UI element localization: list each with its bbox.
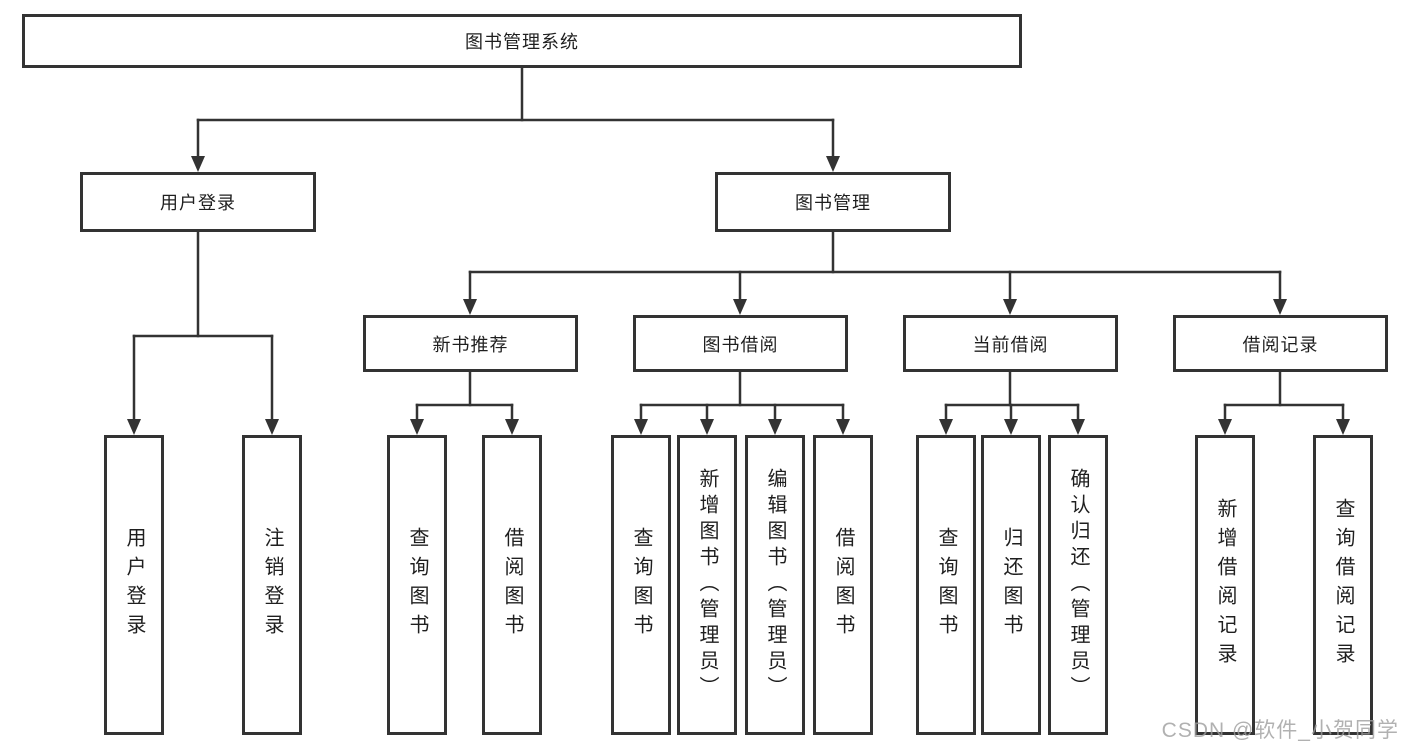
leaf-return-books-label: 归还图书 <box>1000 527 1022 643</box>
leaf-confirm-return-admin: 确认归还（管理员） <box>1048 435 1108 735</box>
leaf-add-books-admin-label: 新增图书（管理员） <box>696 468 718 702</box>
leaf-borrow-books-recommend: 借阅图书 <box>482 435 542 735</box>
leaf-query-books-current: 查询图书 <box>916 435 976 735</box>
node-borrowing-records: 借阅记录 <box>1173 315 1388 372</box>
node-current-borrowing: 当前借阅 <box>903 315 1118 372</box>
leaf-edit-books-admin-label: 编辑图书（管理员） <box>764 468 786 702</box>
leaf-add-borrow-record: 新增借阅记录 <box>1195 435 1255 735</box>
node-book-management: 图书管理 <box>715 172 951 232</box>
leaf-confirm-return-admin-label: 确认归还（管理员） <box>1067 468 1089 702</box>
leaf-query-books-recommend: 查询图书 <box>387 435 447 735</box>
leaf-edit-books-admin: 编辑图书（管理员） <box>745 435 805 735</box>
leaf-borrow-books-borrowing: 借阅图书 <box>813 435 873 735</box>
leaf-user-login: 用户登录 <box>104 435 164 735</box>
node-new-book-recommend: 新书推荐 <box>363 315 578 372</box>
node-book-borrowing: 图书借阅 <box>633 315 848 372</box>
leaf-query-books-recommend-label: 查询图书 <box>406 527 428 643</box>
leaf-query-books-current-label: 查询图书 <box>935 527 957 643</box>
leaf-query-books-borrowing-label: 查询图书 <box>630 527 652 643</box>
leaf-query-borrow-record: 查询借阅记录 <box>1313 435 1373 735</box>
leaf-user-login-label: 用户登录 <box>123 527 145 643</box>
leaf-add-borrow-record-label: 新增借阅记录 <box>1214 498 1236 672</box>
leaf-borrow-books-recommend-label: 借阅图书 <box>501 527 523 643</box>
leaf-query-books-borrowing: 查询图书 <box>611 435 671 735</box>
leaf-query-borrow-record-label: 查询借阅记录 <box>1332 498 1354 672</box>
leaf-add-books-admin: 新增图书（管理员） <box>677 435 737 735</box>
leaf-logout-label: 注销登录 <box>261 527 283 643</box>
node-user-login: 用户登录 <box>80 172 316 232</box>
node-library-system: 图书管理系统 <box>22 14 1022 68</box>
leaf-logout: 注销登录 <box>242 435 302 735</box>
watermark-text: CSDN @软件_小贺同学 <box>1161 719 1399 742</box>
leaf-borrow-books-borrowing-label: 借阅图书 <box>832 527 854 643</box>
leaf-return-books: 归还图书 <box>981 435 1041 735</box>
